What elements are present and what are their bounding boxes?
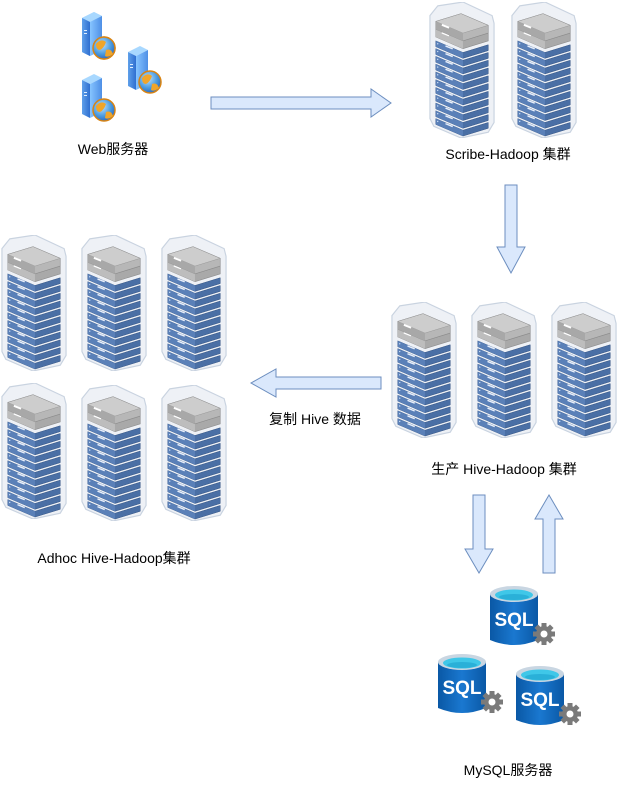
server-rack [390, 302, 458, 438]
svg-text:SQL: SQL [494, 610, 533, 631]
server-rack-icon [391, 302, 457, 438]
server-rack [510, 2, 578, 138]
mysql-servers-node[interactable]: SQL SQL SQL [436, 584, 586, 734]
server-rack [0, 235, 68, 371]
web-servers-node[interactable] [74, 10, 169, 125]
server-rack [550, 302, 618, 438]
server-rack-icon [1, 235, 67, 371]
server-rack-icon [551, 302, 617, 438]
arrow-web-to-scribe [210, 88, 392, 118]
gear-icon [559, 703, 581, 725]
server-rack [470, 302, 538, 438]
sql-database-icon: SQL [516, 666, 581, 725]
sql-database-icon: SQL [490, 586, 555, 645]
server-rack [160, 385, 228, 521]
arrow-production-to-mysql [464, 494, 494, 574]
web-server-icon [81, 11, 162, 122]
gear-icon [533, 623, 555, 645]
arrow-mysql-to-production [534, 494, 564, 574]
server-rack [80, 235, 148, 371]
server-rack [80, 385, 148, 521]
server-rack-icon [81, 235, 147, 371]
sql-database: SQL [436, 652, 508, 722]
svg-text:SQL: SQL [520, 690, 559, 711]
adhoc-cluster-label: Adhoc Hive-Hadoop集群 [37, 550, 191, 566]
scribe-cluster-node[interactable] [428, 2, 588, 140]
server-rack [428, 2, 496, 138]
server-rack-icon [471, 302, 537, 438]
scribe-cluster-label: Scribe-Hadoop 集群 [445, 146, 571, 162]
gear-icon [481, 691, 503, 713]
server-rack-icon [1, 383, 67, 519]
mysql-servers-label: MySQL服务器 [463, 762, 553, 778]
arrow-production-to-adhoc [249, 368, 382, 398]
sql-database: SQL [488, 584, 560, 654]
server-rack-icon [161, 385, 227, 521]
web-servers-label: Web服务器 [77, 141, 149, 157]
server-rack [0, 383, 68, 519]
server-rack-icon [161, 235, 227, 371]
server-rack-icon [429, 2, 495, 138]
sql-database: SQL [514, 664, 586, 734]
production-cluster-label: 生产 Hive-Hadoop 集群 [431, 461, 577, 477]
arrow-scribe-to-production [496, 184, 526, 275]
server-rack-icon [511, 2, 577, 138]
svg-text:SQL: SQL [442, 678, 481, 699]
production-cluster-node[interactable] [390, 302, 620, 442]
sql-database-icon: SQL [438, 654, 503, 713]
adhoc-cluster-node[interactable] [0, 235, 232, 530]
server-rack-icon [81, 385, 147, 521]
server-rack [160, 235, 228, 371]
replicate-hive-data-label: 复制 Hive 数据 [269, 411, 361, 427]
